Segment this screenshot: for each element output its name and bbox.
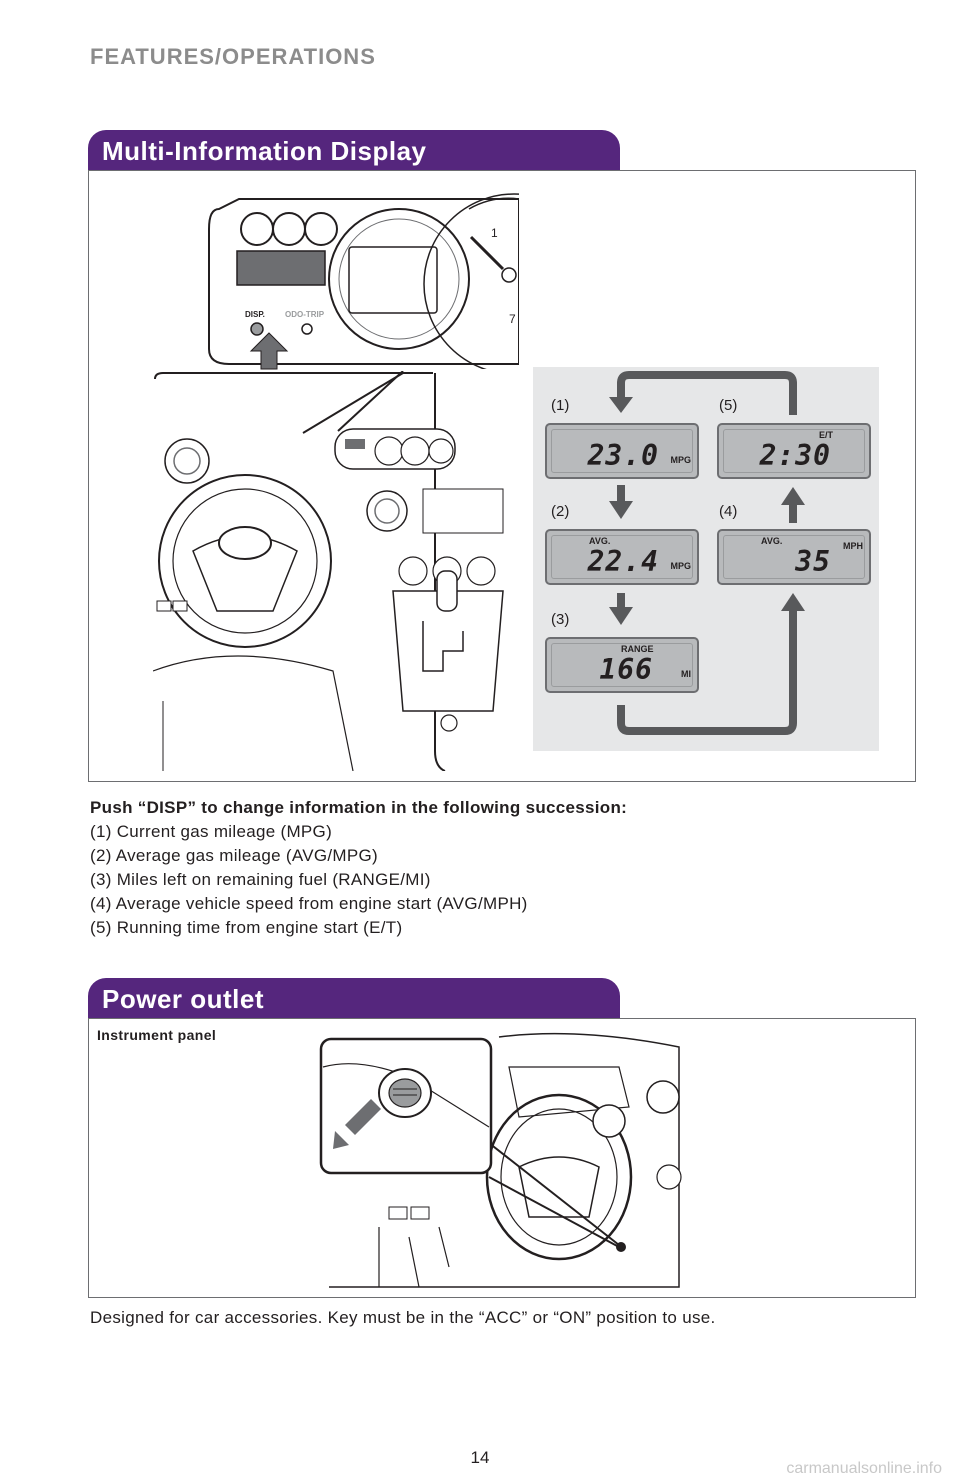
page-header: FEATURES/OPERATIONS xyxy=(90,44,376,69)
step-label-5: (5) xyxy=(719,397,738,414)
step-label-2: (2) xyxy=(551,503,570,520)
mid-list-item-5: (5) Running time from engine start (E/T) xyxy=(90,918,403,937)
section-title-power-text: Power outlet xyxy=(102,984,265,1014)
lcd-value: 2:30 xyxy=(759,439,831,472)
power-outlet-illustration xyxy=(319,1032,682,1288)
page-number: 14 xyxy=(470,1448,490,1467)
step-label-4: (4) xyxy=(719,503,738,520)
lcd-unit: MI xyxy=(681,669,691,679)
watermark: carmanualsonline.info xyxy=(786,1460,942,1477)
display-cycle-panel: (1) (5) (2) (4) (3) 23.0 MPG AVG. 22.4 M… xyxy=(533,367,879,751)
mid-instructions: Push “DISP” to change information in the… xyxy=(90,796,627,940)
lcd-top-label: RANGE xyxy=(621,644,654,654)
power-caption: Instrument panel xyxy=(97,1027,217,1043)
disp-pointer-arrow-icon xyxy=(249,332,289,370)
lcd-unit: MPG xyxy=(670,455,691,465)
gauge-tick-label: 1 xyxy=(491,226,498,240)
mid-list-item-2: (2) Average gas mileage (AVG/MPG) xyxy=(90,846,378,865)
mid-list-item-3: (3) Miles left on remaining fuel (RANGE/… xyxy=(90,870,431,889)
lcd-unit: MPG xyxy=(670,561,691,571)
lcd-average-mpg: AVG. 22.4 MPG xyxy=(545,529,699,585)
mid-list-item-1: (1) Current gas mileage (MPG) xyxy=(90,822,333,841)
section-title-mid-text: Multi-Information Display xyxy=(102,136,427,166)
lcd-top-label: E/T xyxy=(818,430,833,440)
lcd-average-speed: AVG. 35 MPH xyxy=(717,529,871,585)
disp-label: DISP. xyxy=(245,310,265,319)
mid-figure: DISP. ODO-TRIP 1 7 xyxy=(88,170,916,782)
gauge-tick-label-2: 7 xyxy=(509,312,516,326)
section-title-power: Power outlet xyxy=(88,978,620,1018)
odo-trip-label: ODO-TRIP xyxy=(285,310,325,319)
lcd-range: RANGE 166 MI xyxy=(545,637,699,693)
mid-intro: Push “DISP” to change information in the… xyxy=(90,798,628,817)
lcd-value: 35 xyxy=(795,545,831,578)
lcd-value: 22.4 xyxy=(587,545,659,578)
step-label-3: (3) xyxy=(551,611,570,628)
step-label-1: (1) xyxy=(551,397,570,414)
cycle-arrows xyxy=(609,371,805,735)
lcd-current-mpg: 23.0 MPG xyxy=(545,423,699,479)
lcd-unit: MPH xyxy=(843,541,863,551)
mid-list-item-4: (4) Average vehicle speed from engine st… xyxy=(90,894,528,913)
lcd-elapsed-time: E/T 2:30 xyxy=(717,423,871,479)
power-figure: Instrument panel xyxy=(88,1018,916,1298)
lcd-value: 166 xyxy=(599,653,653,686)
lcd-top-label: AVG. xyxy=(589,536,611,546)
cluster-closeup-illustration: DISP. ODO-TRIP 1 7 xyxy=(208,193,519,369)
power-description: Designed for car accessories. Key must b… xyxy=(90,1308,716,1327)
section-title-mid: Multi-Information Display xyxy=(88,130,620,170)
lcd-value: 23.0 xyxy=(587,439,659,472)
dashboard-illustration xyxy=(153,371,504,771)
lcd-top-label: AVG. xyxy=(761,536,783,546)
